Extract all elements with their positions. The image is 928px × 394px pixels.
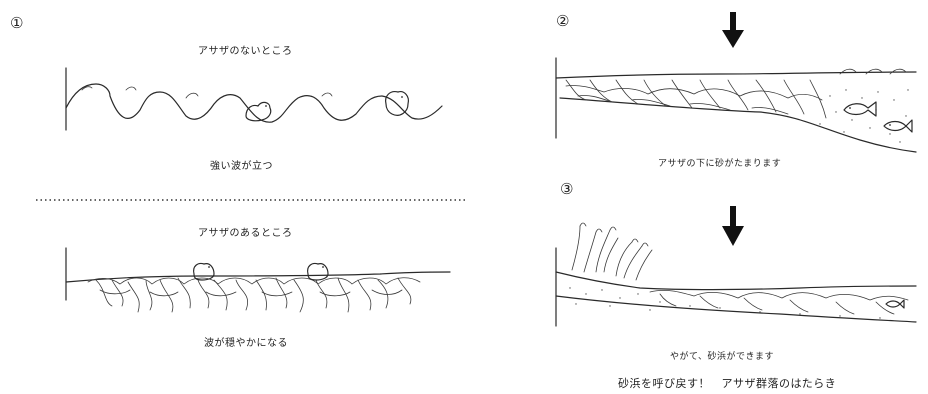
panel1-top-title: アサザのないところ [198, 42, 293, 57]
asaza-mesh-2 [566, 85, 822, 100]
asaza-leaves [88, 278, 420, 284]
panel1-bottom-title: アサザのあるところ [198, 224, 293, 239]
duck-icon [308, 263, 328, 280]
asaza-mesh-3 [650, 290, 908, 300]
footer-title: 砂浜を呼び戻す！ アサザ群落のはたらき [618, 375, 836, 391]
panel2-caption: アサザの下に砂がたまります [658, 156, 781, 169]
beach-formed-scene [556, 206, 916, 326]
wave-crest-4 [322, 93, 332, 96]
lake-bottom-2 [560, 98, 916, 152]
panel1-bottom-caption: 波が穏やかになる [204, 334, 288, 349]
asaza-leaf-mesh [100, 290, 402, 296]
panel1-top-caption: 強い波が立つ [210, 157, 273, 172]
duck-icon [194, 263, 214, 280]
panel2-number: ② [556, 12, 569, 30]
wave-scene-without-asaza [66, 68, 442, 130]
duck-eye [322, 266, 324, 268]
fish-eye [889, 124, 891, 126]
reed-stalks [572, 226, 652, 280]
fish-icon [844, 102, 876, 116]
panel3-number: ③ [560, 180, 573, 198]
sand-accumulation-scene [556, 12, 916, 152]
panel1-number: ① [10, 14, 23, 32]
asaza-stems-2 [566, 80, 826, 118]
wave-crest-2 [126, 87, 136, 90]
duck-eye [265, 105, 267, 107]
wave-scene-with-asaza [66, 248, 450, 312]
asaza-stems-3 [660, 294, 894, 314]
water-surface-3 [556, 272, 916, 290]
sand-dots-2 [819, 89, 908, 142]
down-arrow-shaft [730, 12, 736, 32]
duck-eye [401, 96, 403, 98]
water-surface-2 [556, 72, 916, 78]
wave-crest-3 [186, 93, 198, 98]
fish-eye [849, 107, 851, 109]
panel3-caption: やがて、砂浜ができます [670, 349, 774, 362]
down-arrow-shaft [730, 206, 736, 228]
down-arrow-icon [722, 226, 744, 246]
reed-tips [580, 223, 648, 246]
down-arrow-icon [722, 30, 744, 48]
lake-bottom-3 [556, 296, 916, 322]
asaza-mesh-2b [578, 95, 788, 114]
fish-icon [884, 120, 912, 132]
duck-eye [208, 266, 210, 268]
fish-icon [886, 300, 904, 308]
